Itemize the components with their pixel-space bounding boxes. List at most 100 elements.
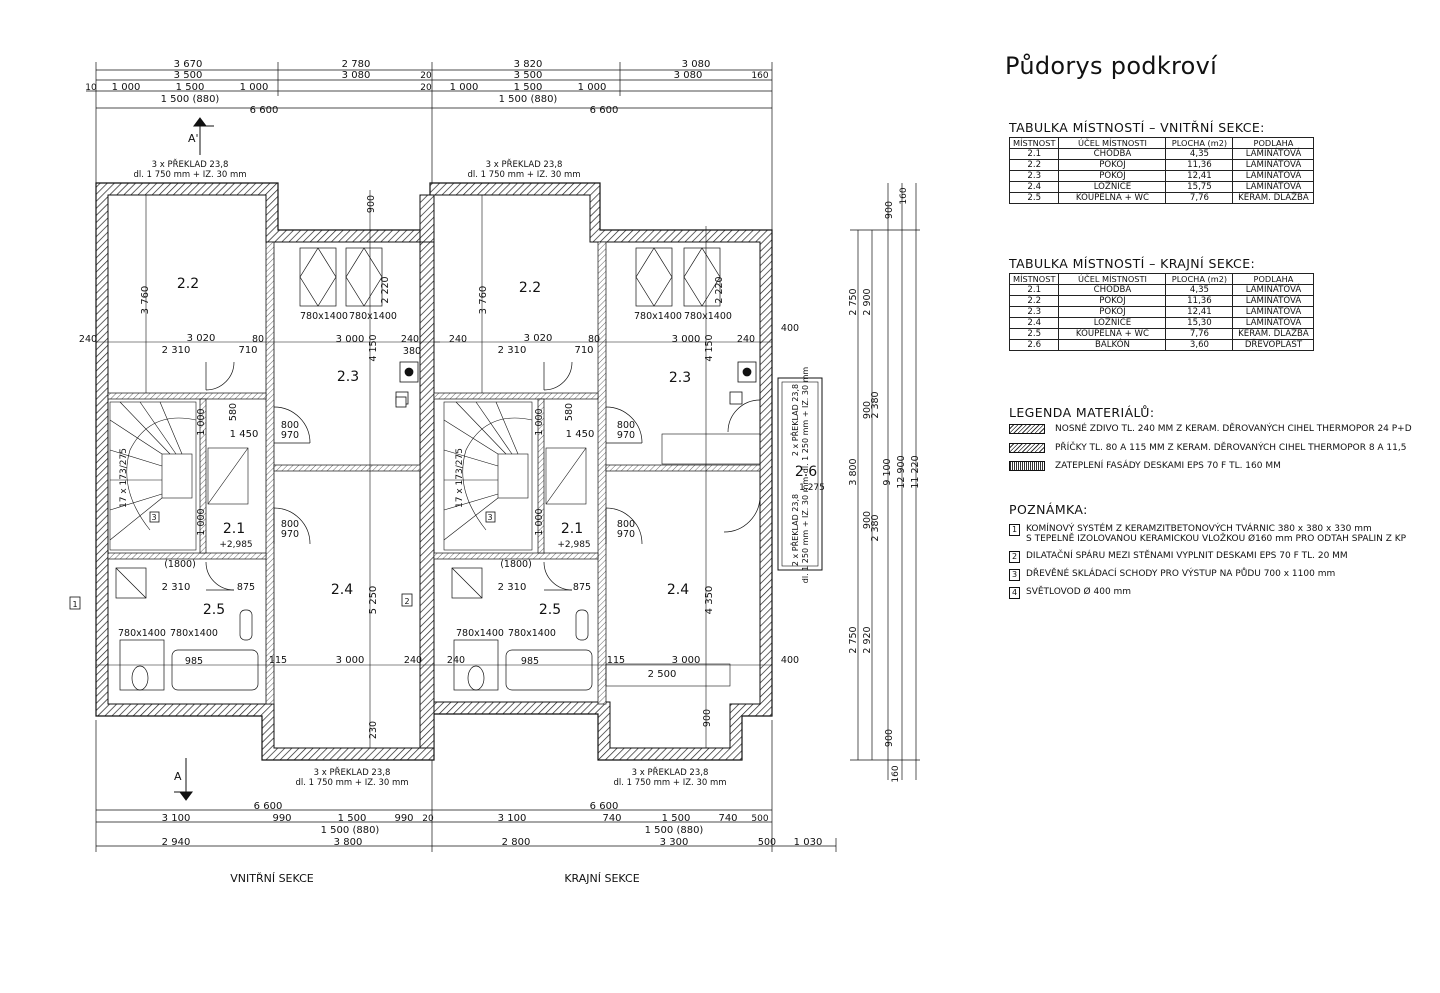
dim-bot-2f: 3 100 (498, 813, 527, 824)
lintel-top-right-1: 3 x PŘEKLAD 23,8 (486, 159, 563, 170)
balcony (605, 377, 823, 687)
section-label-top: A' (188, 132, 199, 145)
dim-3020-right: 3 020 (524, 333, 553, 344)
table-cell: LOŽNICE (1058, 317, 1167, 329)
dim-115-left: 115 (269, 655, 287, 666)
note-item-1: 1 KOMÍNOVÝ SYSTÉM Z KERAMZITBETONOVÝCH T… (1009, 524, 1406, 544)
table-cell: 2.5 (1008, 192, 1060, 204)
table-cell: 15,75 (1165, 181, 1234, 193)
dim-80-left: 80 (252, 334, 264, 345)
table-cell: 2.2 (1008, 295, 1060, 307)
dim-800-a: 800 (281, 420, 299, 431)
room-2-4-left: 2.4 (331, 582, 353, 598)
table-cell: LOŽNICE (1058, 181, 1167, 193)
dim-r-2380-a: 2 380 (870, 391, 881, 418)
room-2-6: 2.6 (795, 464, 817, 480)
lintel-bottom-right-1: 3 x PŘEKLAD 23,8 (632, 767, 709, 778)
note-text: KOMÍNOVÝ SYSTÉM Z KERAMZITBETONOVÝCH TVÁ… (1026, 524, 1372, 534)
win-label-5: 780x1400 (118, 628, 166, 639)
table-cell: 15,30 (1165, 317, 1234, 329)
dim-2310-b-right: 2 310 (498, 582, 527, 593)
dim-top-2a: 3 500 (174, 70, 203, 81)
table-header-cell: MÍSTNOST (1008, 273, 1060, 285)
dim-top-2e: 3 080 (674, 70, 703, 81)
dim-top-3f: 1 000 (450, 82, 479, 93)
table-header-cell: PLOCHA (m2) (1165, 273, 1234, 285)
dim-4150-right: 4 150 (704, 334, 715, 361)
table-header-cell: PLOCHA (m2) (1165, 137, 1234, 149)
dim-bot-3a: 2 940 (162, 837, 191, 848)
table-cell: BALKÓN (1058, 339, 1167, 351)
dim-bot-2i: 740 (718, 813, 737, 824)
dim-400-a: 400 (781, 323, 799, 334)
dim-230: 230 (368, 721, 379, 739)
lintel-top-right-2: dl. 1 750 mm + IZ. 30 mm (467, 170, 580, 180)
dim-3000-bottom-left: 3 000 (336, 655, 365, 666)
dim-top-3e: 20 (420, 83, 432, 93)
dim-top-1a: 3 670 (174, 59, 203, 70)
dim-r-2900: 2 900 (862, 288, 873, 315)
dim-r-900-d: 900 (884, 729, 895, 747)
dim-2500: 2 500 (648, 669, 677, 680)
room-2-2-left: 2.2 (177, 276, 199, 292)
legend-text: NOSNÉ ZDIVO TL. 240 MM Z KERAM. DĚROVANÝ… (1055, 424, 1412, 434)
dim-800-d: 800 (617, 519, 635, 530)
dim-2220-left: 2 220 (380, 276, 391, 303)
legend-caption: LEGENDA MATERIÁLŮ: (1009, 405, 1155, 420)
lintel-bottom-left-1: 3 x PŘEKLAD 23,8 (314, 767, 391, 778)
dim-580-left: 580 (228, 403, 239, 421)
dim-bot-2h: 1 500 (662, 813, 691, 824)
dim-r-2750-b: 2 750 (848, 626, 859, 653)
table-cell: POKOJ (1058, 295, 1167, 307)
note-number: 1 (1009, 524, 1020, 536)
note-markers (69, 396, 496, 610)
dim-900-a: 900 (366, 195, 377, 213)
legend-item-bearing: NOSNÉ ZDIVO TL. 240 MM Z KERAM. DĚROVANÝ… (1009, 424, 1412, 434)
note-marker-3a: 3 (151, 513, 156, 522)
note-marker-3b: 3 (487, 513, 492, 522)
dim-2310-left: 2 310 (162, 345, 191, 356)
room-2-2-right: 2.2 (519, 280, 541, 296)
note-text: DŘEVĚNÉ SKLÁDACÍ SCHODY PRO VÝSTUP NA PŮ… (1026, 569, 1336, 579)
dim-bot-2j: 500 (751, 814, 768, 824)
dim-1800-right: (1800) (500, 559, 532, 570)
section-name-outer: KRAJNÍ SEKCE (564, 872, 639, 885)
dim-985-left: 985 (185, 656, 203, 667)
dim-1000-c: 1 000 (534, 408, 545, 435)
dim-3000-top-right: 3 000 (672, 334, 701, 345)
legend-item-partition: PŘÍČKY TL. 80 A 115 MM Z KERAM. DĚROVANÝ… (1009, 443, 1406, 453)
bottom-dimensions (95, 720, 837, 852)
dim-top-2c: 20 (420, 71, 432, 81)
room-2-5-left: 2.5 (203, 602, 225, 618)
room-2-4-right: 2.4 (667, 582, 689, 598)
doors (205, 361, 761, 591)
dim-top-3g: 1 500 (514, 82, 543, 93)
note-number: 2 (1009, 551, 1020, 563)
dim-r-2750-a: 2 750 (848, 288, 859, 315)
table-cell: 2.4 (1008, 317, 1060, 329)
dim-240-f: 240 (447, 655, 465, 666)
win-label-2: 780x1400 (349, 311, 397, 322)
dim-1000-a: 1 000 (196, 408, 207, 435)
table-header-cell: PODLAHA (1232, 273, 1315, 285)
dim-240-e: 240 (404, 655, 422, 666)
dim-710-left: 710 (238, 345, 257, 356)
table-cell: 12,41 (1165, 170, 1234, 182)
hatch-swatch-icon (1009, 424, 1045, 434)
legend-item-insulation: ZATEPLENÍ FASÁDY DESKAMI EPS 70 F TL. 16… (1009, 461, 1281, 471)
dim-top-2f: 160 (751, 71, 768, 81)
table-cell: 7,76 (1165, 328, 1234, 340)
table-cell: DŘEVOPLAST (1232, 339, 1315, 351)
room-2-3-right: 2.3 (669, 370, 691, 386)
table-cell: 2.1 (1008, 148, 1060, 160)
note-marker-1: 1 (72, 600, 77, 609)
room-2-1-left: 2.1 (223, 521, 245, 537)
level-balcony: 1,275 (799, 483, 825, 493)
note-number: 4 (1009, 587, 1020, 599)
dim-4350: 4 350 (704, 586, 715, 615)
